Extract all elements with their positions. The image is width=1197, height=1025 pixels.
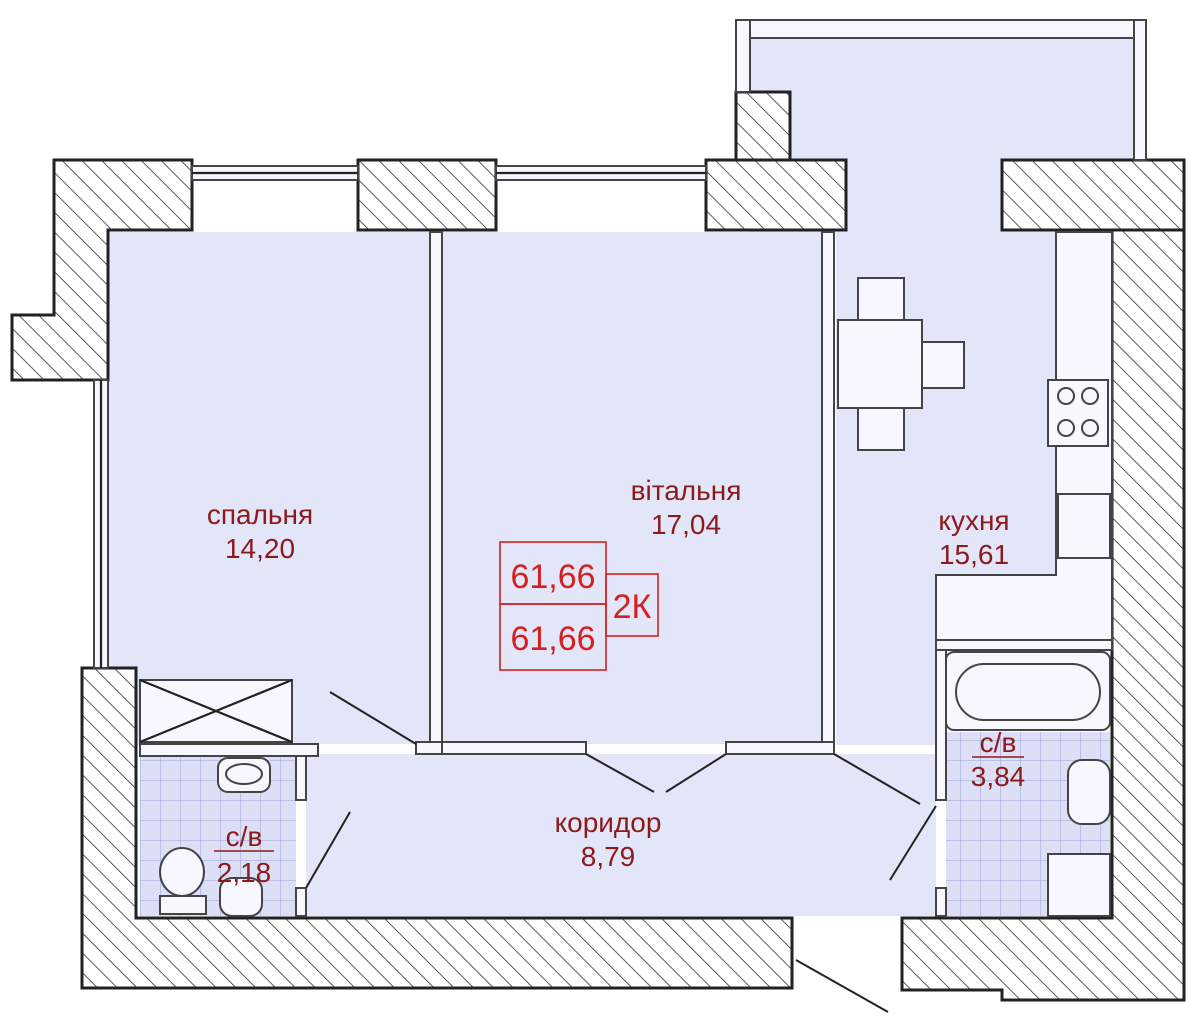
dining-table — [837, 319, 923, 409]
sink-right — [1067, 759, 1111, 825]
balcony-glazing-right — [1133, 19, 1147, 161]
partitions — [139, 231, 1113, 917]
summary-box-type — [605, 573, 659, 637]
corridor-area: 8,79 — [581, 841, 636, 872]
door-living-left — [585, 753, 655, 793]
balcony-glazing-left — [735, 19, 751, 93]
apartment-type: 2К — [613, 588, 652, 626]
living-area: 17,04 — [651, 509, 721, 540]
summary-box-living — [499, 603, 607, 671]
door-kitchen — [833, 753, 921, 805]
door-bath-left — [305, 811, 351, 889]
wall-right — [900, 228, 1186, 1002]
living-area: 61,66 — [510, 620, 595, 658]
room-floors — [108, 38, 1140, 916]
wardrobe — [139, 678, 293, 744]
bidet-left — [219, 877, 263, 917]
chair-right — [921, 341, 965, 389]
partition-bath-left-side — [295, 755, 307, 801]
windows — [93, 19, 1147, 669]
bath-left-fixtures — [159, 757, 271, 917]
partition-living-bottom-left — [441, 741, 587, 755]
washer — [1047, 853, 1111, 917]
bath-left-name: с/в — [226, 821, 263, 852]
partition-bath-right-side-low — [935, 887, 947, 917]
toilet-left-tank — [159, 895, 207, 915]
wall-pier-right — [704, 158, 848, 232]
wall-pier-middle — [356, 158, 498, 232]
room-labels: спальня 14,20 вітальня 17,04 кухня 15,61… — [207, 475, 1025, 888]
wall-bottom-left — [80, 666, 794, 990]
corridor-floor — [306, 754, 936, 916]
bath-right-fixtures — [945, 651, 1111, 917]
bath-right-area: 3,84 — [971, 761, 1026, 792]
kitchen-sink — [1057, 493, 1111, 559]
doors — [305, 691, 937, 1013]
chair-top — [857, 277, 905, 321]
bedroom-name: спальня — [207, 499, 313, 530]
partition-bedroom-bottom — [415, 741, 443, 755]
door-bath-right — [889, 805, 937, 881]
partition-kitchen-bath — [935, 639, 1113, 651]
partition-living-kitchen — [821, 231, 835, 745]
partition-living-bottom-right — [725, 741, 835, 755]
corridor-name: коридор — [555, 807, 662, 838]
bath-right-name: с/в — [980, 727, 1017, 758]
area-summary: 61,66 61,66 2К — [499, 541, 659, 671]
kitchen-name: кухня — [938, 505, 1009, 536]
bathtub-inner — [955, 663, 1101, 721]
door-living-right — [665, 753, 727, 793]
bedroom-floor — [108, 232, 430, 744]
partition-bath-right-side — [935, 649, 947, 801]
wall-balcony-stub — [734, 90, 792, 162]
partition-bedroom-living — [429, 231, 443, 745]
door-entrance — [795, 959, 889, 1013]
chair-bottom — [857, 407, 905, 451]
door-bedroom — [329, 691, 417, 745]
kitchen-area: 15,61 — [939, 539, 1009, 570]
kitchen-furniture — [837, 231, 1113, 641]
bedroom-area: 14,20 — [225, 533, 295, 564]
kitchen-floor-lower — [836, 570, 936, 745]
partition-bath-left-top — [139, 743, 319, 757]
living-name: вітальня — [631, 475, 742, 506]
walls — [10, 90, 1186, 1002]
toilet-left — [159, 847, 205, 897]
bath-left-area: 2,18 — [217, 857, 272, 888]
total-area: 61,66 — [510, 558, 595, 596]
living-floor — [442, 232, 822, 744]
partition-bath-left-side-low — [295, 887, 307, 917]
balcony-glazing-top — [735, 19, 1147, 39]
stove — [1047, 379, 1109, 447]
wall-top-right — [1000, 158, 1186, 232]
